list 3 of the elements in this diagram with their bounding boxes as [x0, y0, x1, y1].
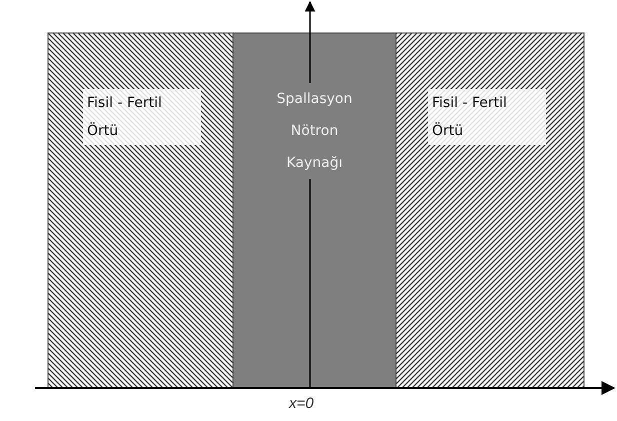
axis-label: x=0: [289, 395, 314, 412]
region-label: Fisil - Fertil Örtü: [83, 89, 201, 145]
region-label: Fisil - Fertil Örtü: [428, 89, 546, 145]
